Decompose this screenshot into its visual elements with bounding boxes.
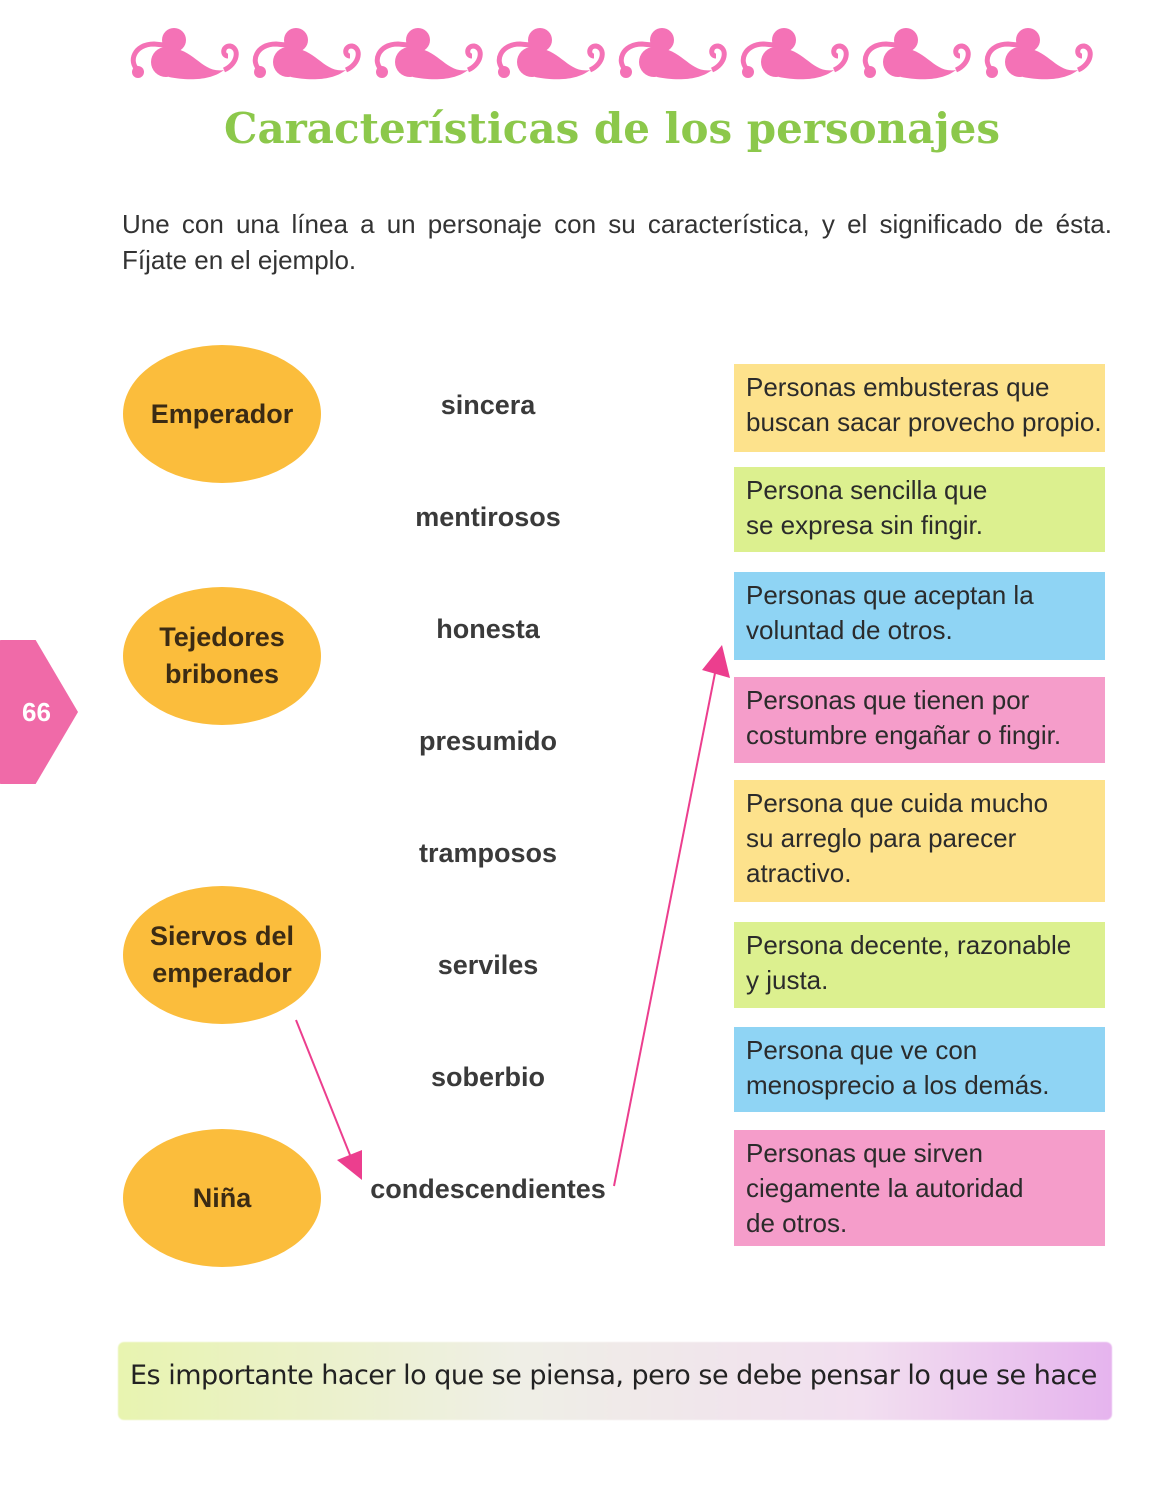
page-number-diamond bbox=[0, 640, 78, 784]
meaning-box-1[interactable]: Personas embusteras que buscan sacar pro… bbox=[734, 364, 1105, 452]
instructions: Une con una línea a un personaje con su … bbox=[122, 209, 1112, 275]
trait-sincera[interactable]: sincera bbox=[440, 390, 536, 420]
character-siervos-del-emperador[interactable]: Siervos del emperador bbox=[123, 886, 321, 1024]
page-title: Características de los personajes bbox=[224, 104, 1000, 153]
ornament-motif bbox=[374, 28, 483, 80]
arrowhead-2 bbox=[702, 645, 730, 678]
meaning-box-3[interactable]: Personas que aceptan la voluntad de otro… bbox=[734, 572, 1105, 660]
meaning-box-7[interactable]: Persona que ve con menosprecio a los dem… bbox=[734, 1027, 1105, 1112]
quote-banner bbox=[118, 1342, 1112, 1420]
footer-quote: Es importante hacer lo que se piensa, pe… bbox=[130, 1360, 1097, 1391]
ornament-motif bbox=[496, 28, 605, 80]
ornament-motif bbox=[740, 28, 849, 80]
meaning-box-2[interactable]: Persona sencilla que se expresa sin fing… bbox=[734, 467, 1105, 552]
trait-serviles[interactable]: serviles bbox=[437, 950, 539, 980]
trait-condescendientes[interactable]: condescendientes bbox=[370, 1174, 606, 1204]
page-number: 66 bbox=[22, 697, 51, 727]
meaning-box-5[interactable]: Persona que cuida mucho su arreglo para … bbox=[734, 780, 1105, 902]
meaning-box-4[interactable]: Personas que tienen por costumbre engaña… bbox=[734, 677, 1105, 763]
ornament-motif bbox=[130, 28, 239, 80]
ornament-motif bbox=[862, 28, 971, 80]
ornament-motif bbox=[252, 28, 361, 80]
trait-mentirosos[interactable]: mentirosos bbox=[415, 502, 561, 532]
meaning-box-8[interactable]: Personas que sirven ciegamente la autori… bbox=[734, 1130, 1105, 1246]
character-tejedores-bribones[interactable]: Tejedores bribones bbox=[123, 587, 321, 725]
trait-soberbio[interactable]: soberbio bbox=[430, 1062, 545, 1092]
arrowhead-1 bbox=[337, 1150, 362, 1180]
trait-tramposos[interactable]: tramposos bbox=[418, 838, 558, 868]
example-arrow-line-1 bbox=[295, 1019, 353, 1161]
ornament-motif bbox=[618, 28, 727, 80]
character-nina[interactable]: Niña bbox=[123, 1129, 321, 1267]
trait-presumido[interactable]: presumido bbox=[418, 726, 558, 756]
character-emperador[interactable]: Emperador bbox=[123, 345, 321, 483]
meaning-box-6[interactable]: Persona decente, razonable y justa. bbox=[734, 922, 1105, 1008]
example-arrow-line-2 bbox=[613, 667, 717, 1187]
floral-ornament-border bbox=[130, 28, 1093, 80]
trait-honesta[interactable]: honesta bbox=[436, 614, 540, 644]
ornament-motif bbox=[984, 28, 1093, 80]
